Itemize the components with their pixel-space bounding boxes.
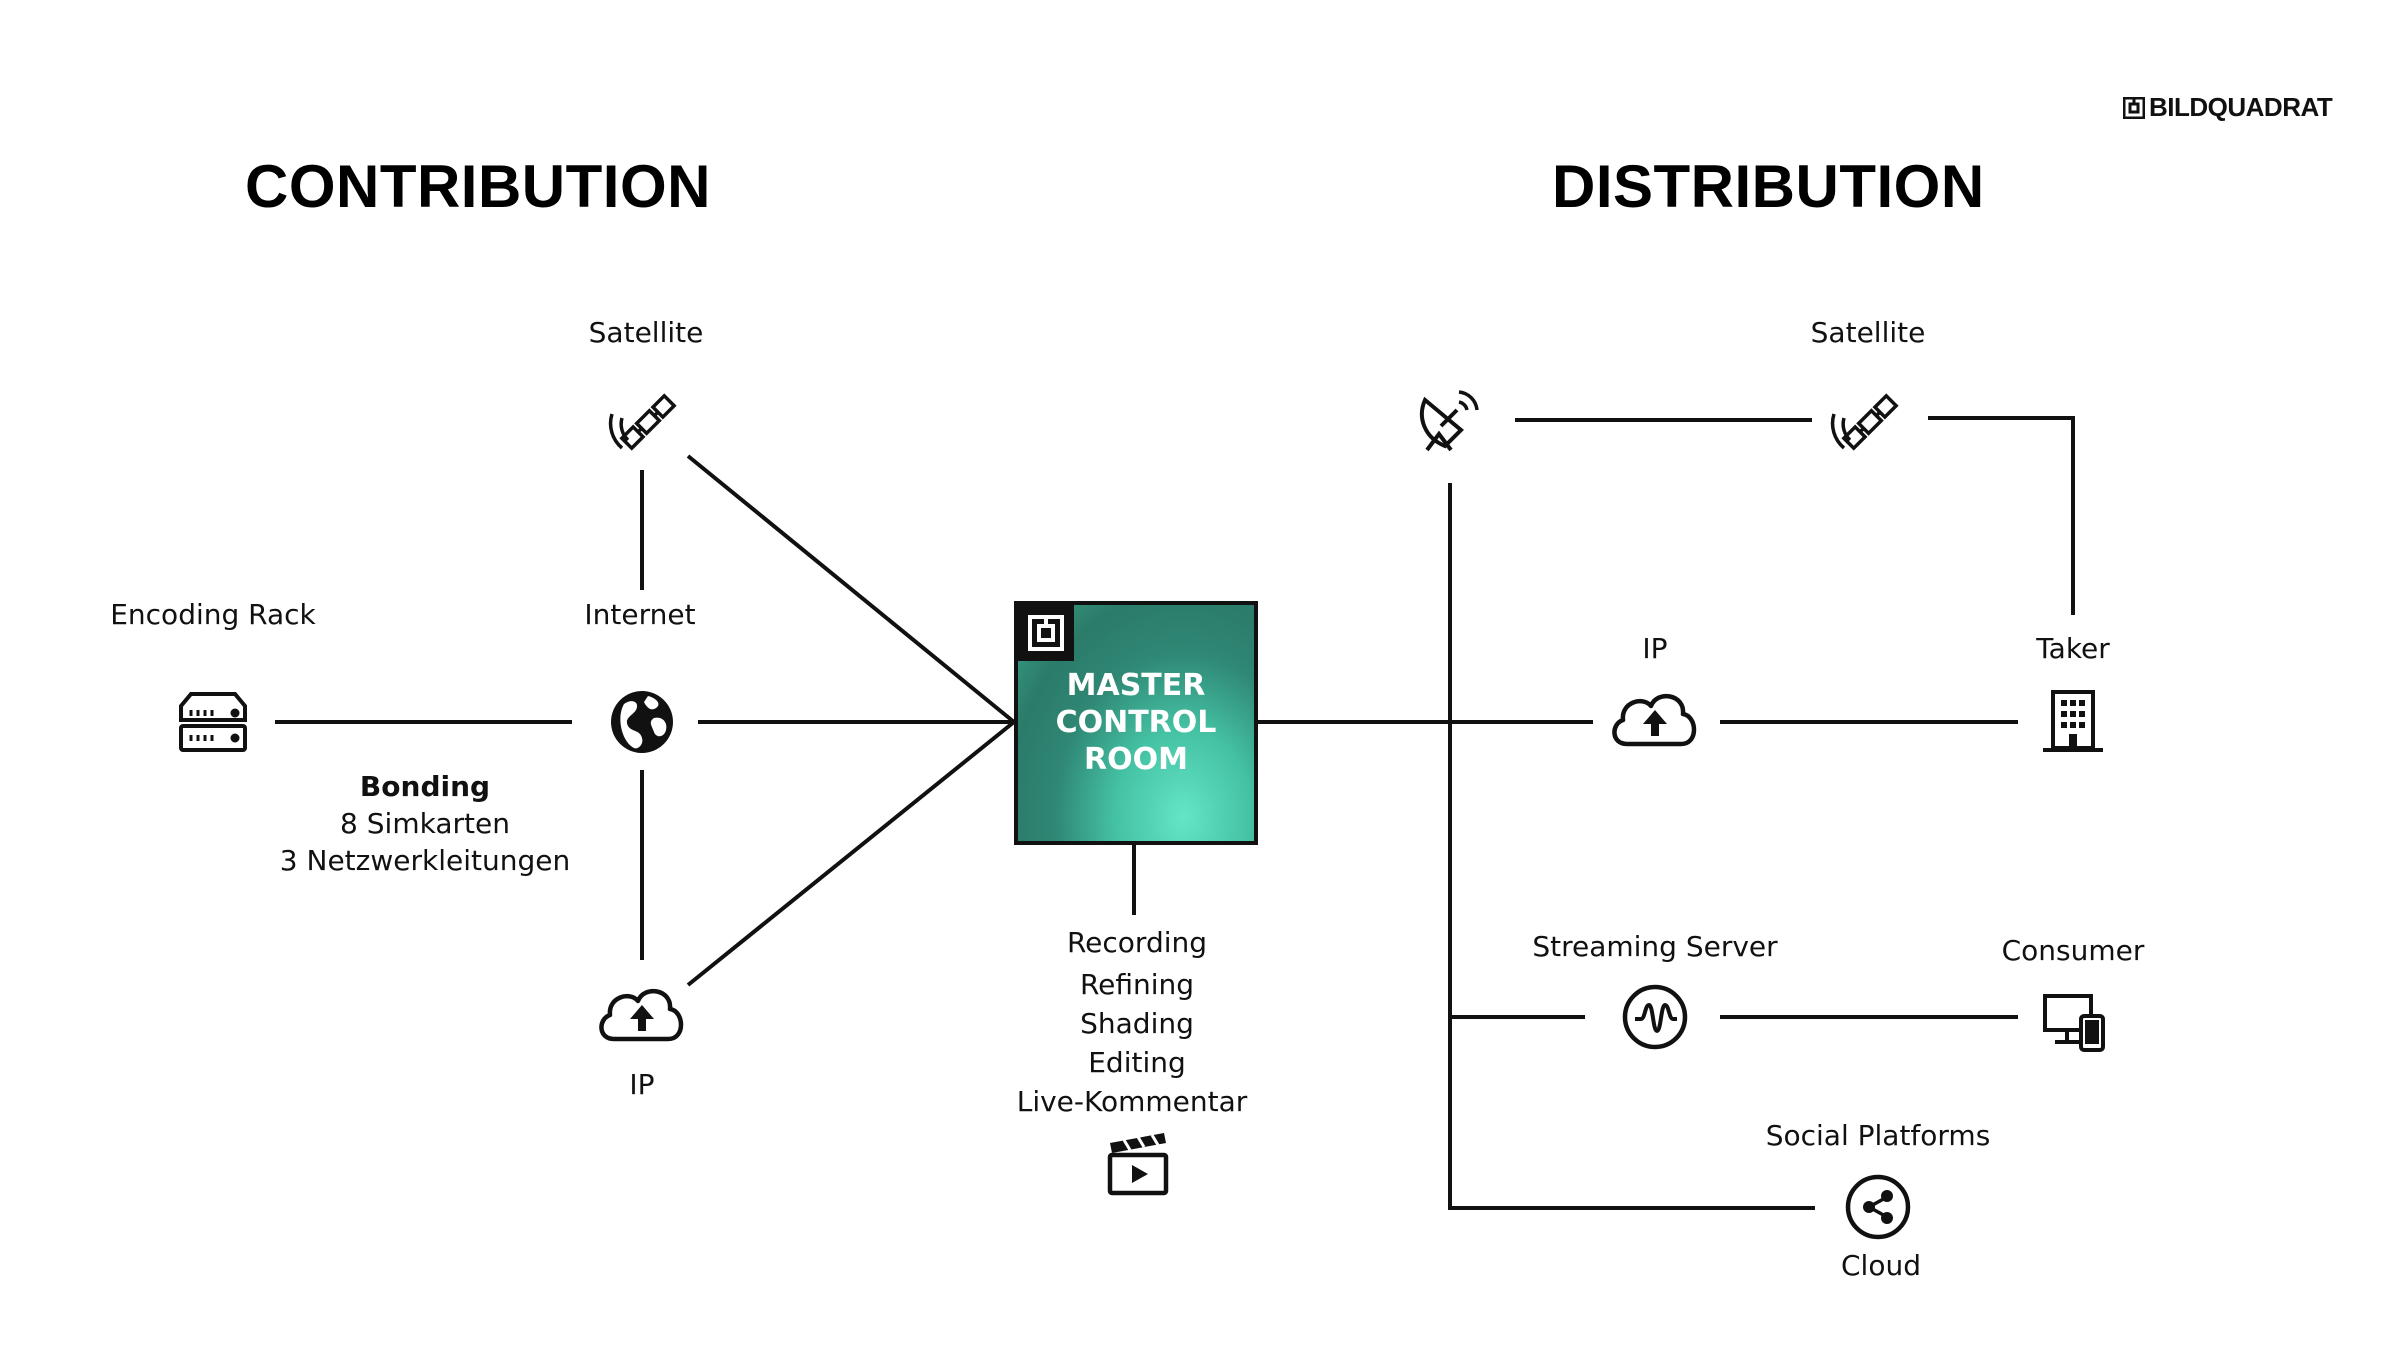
contribution-heading: CONTRIBUTION xyxy=(245,153,711,220)
satellite-icon xyxy=(1841,393,1899,451)
share-icon xyxy=(1845,1174,1911,1240)
satellite-dish-icon xyxy=(1419,390,1479,452)
label-contribution-ip: IP xyxy=(629,1068,655,1101)
link-ip-mcr xyxy=(686,720,1016,987)
label-taker: Taker xyxy=(2036,632,2110,665)
link-satellite-taker xyxy=(1928,416,2075,615)
brand-logo: BILDQUADRAT xyxy=(2123,92,2333,123)
bildquadrat-logo-icon xyxy=(1018,605,1074,661)
distribution-heading: DISTRIBUTION xyxy=(1552,153,1985,220)
mcr-line-2: CONTROL xyxy=(1055,705,1217,740)
satellite-signal xyxy=(608,413,630,450)
devices-icon xyxy=(2043,994,2105,1052)
label-distribution-satellite: Satellite xyxy=(1810,316,1926,349)
label-bonding-simkarten: 8 Simkarten xyxy=(340,807,510,840)
label-social-platforms: Social Platforms xyxy=(1765,1119,1991,1152)
cloud-upload-icon xyxy=(599,988,684,1042)
task-shading: Shading xyxy=(1080,1007,1194,1040)
label-encoding-rack: Encoding Rack xyxy=(110,598,316,631)
mcr-line-3: ROOM xyxy=(1084,742,1188,777)
clapperboard-icon xyxy=(1107,1133,1169,1196)
label-cloud: Cloud xyxy=(1841,1249,1921,1282)
cloud-upload-icon xyxy=(1612,693,1697,747)
master-control-room-title: MASTER CONTROL ROOM xyxy=(1018,667,1254,778)
mcr-line-1: MASTER xyxy=(1066,668,1206,703)
label-bonding-title: Bonding xyxy=(359,770,491,803)
master-control-room: MASTER CONTROL ROOM xyxy=(1014,601,1258,845)
satellite-icon xyxy=(619,393,677,451)
label-contribution-satellite: Satellite xyxy=(588,316,704,349)
link-satellite-mcr xyxy=(686,454,1016,724)
label-consumer: Consumer xyxy=(2001,934,2145,967)
globe-icon xyxy=(611,691,673,753)
task-recording: Recording xyxy=(1066,926,1208,959)
task-editing: Editing xyxy=(1088,1046,1186,1079)
label-distribution-ip: IP xyxy=(1642,632,1668,665)
task-refining: Refining xyxy=(1079,968,1195,1001)
bildquadrat-logo-icon xyxy=(2123,96,2145,119)
task-live-kommentar: Live-Kommentar xyxy=(1016,1085,1248,1118)
waveform-icon xyxy=(1622,984,1688,1050)
server-rack-icon xyxy=(179,692,247,752)
label-bonding-netzwerk: 3 Netzwerkleitungen xyxy=(279,844,571,877)
brand-name: BILDQUADRAT xyxy=(2149,92,2333,122)
satellite-signal xyxy=(1830,413,1852,450)
label-internet: Internet xyxy=(584,598,696,631)
building-icon xyxy=(2043,690,2103,752)
label-streaming-server: Streaming Server xyxy=(1532,930,1778,963)
